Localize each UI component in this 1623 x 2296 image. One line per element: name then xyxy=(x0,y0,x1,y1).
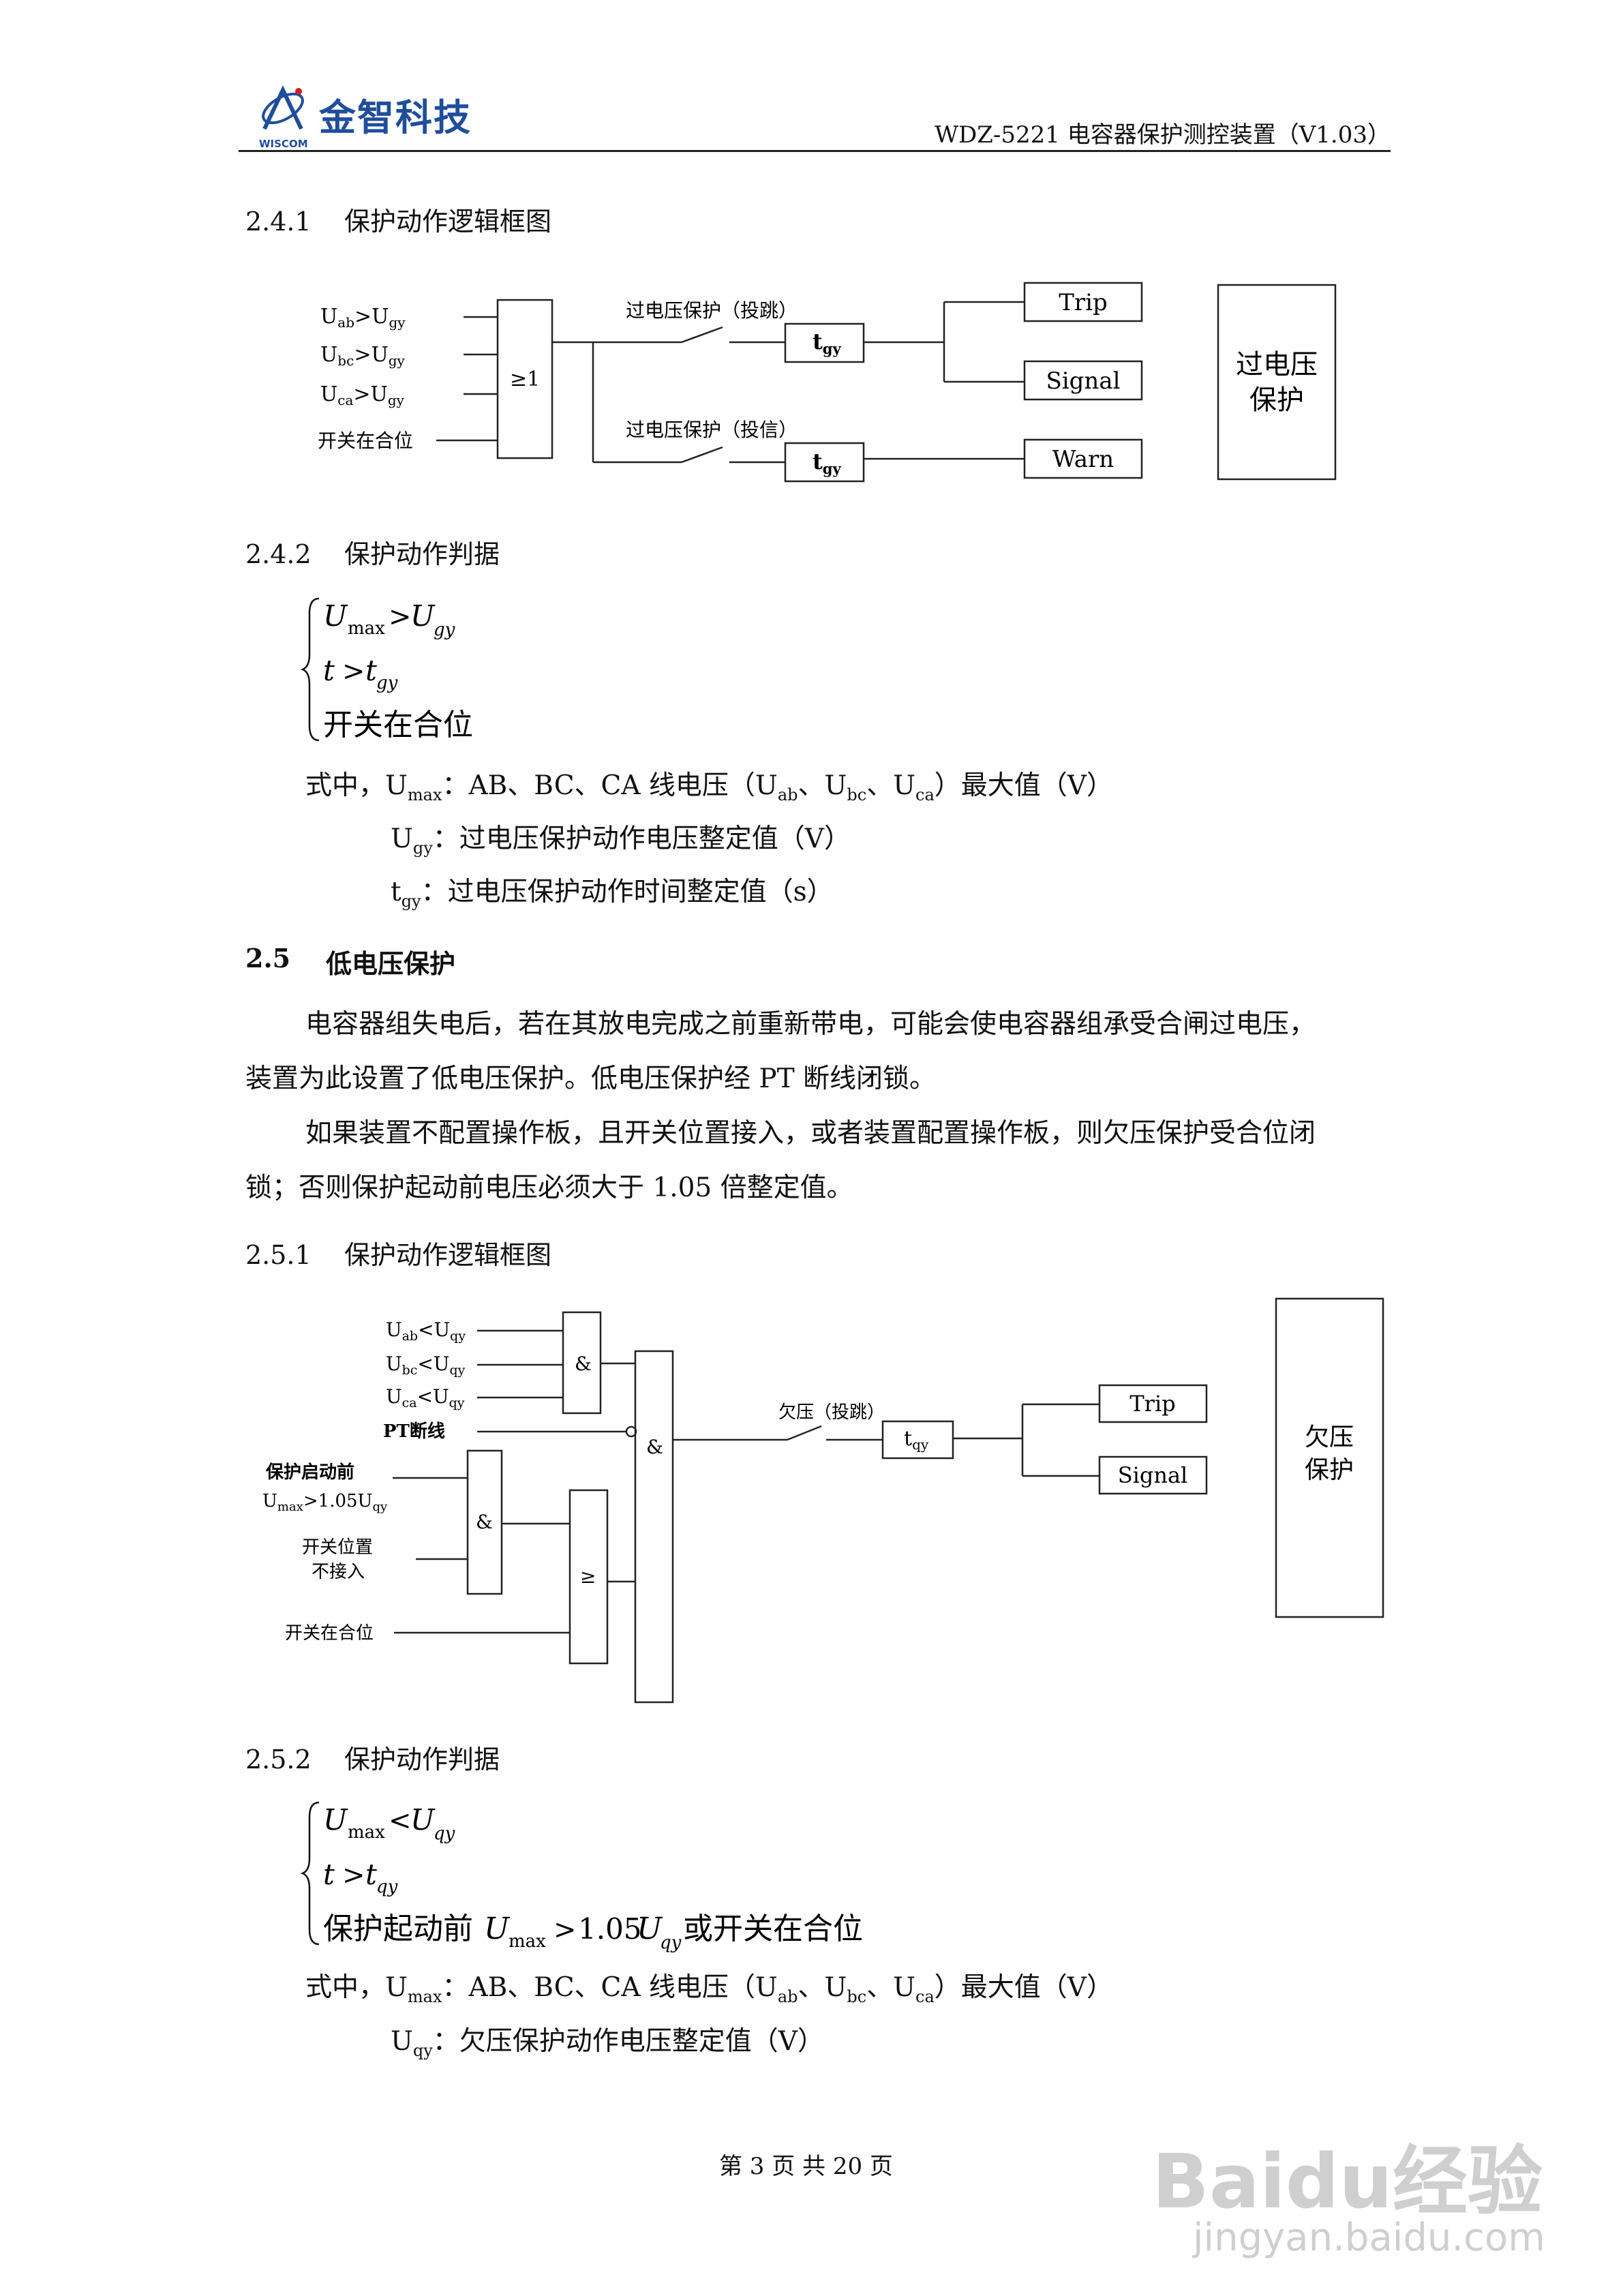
and-gate-main-label: & xyxy=(646,1436,663,1458)
output-trip-2: Trip xyxy=(1129,1391,1175,1417)
criterion-formula-1: U max > U gy t > t gy 开关在合位 xyxy=(300,597,473,742)
svg-text:t: t xyxy=(323,1858,335,1891)
svg-text:>: > xyxy=(342,656,365,687)
svg-text:qy: qy xyxy=(434,1824,455,1844)
input-label-ubc-uqy: Ubc<Uqy xyxy=(386,1353,466,1378)
svg-text:U: U xyxy=(323,599,348,633)
protection-block-label-1: 过电压 xyxy=(1236,349,1318,380)
page-number: 第 3 页 共 20 页 xyxy=(719,2153,893,2180)
svg-text:qy: qy xyxy=(660,1933,682,1953)
section-2-5-2-title: 2.5.2 保护动作判据 xyxy=(245,1744,500,1774)
branch-label-trip: 过电压保护（投跳） xyxy=(626,299,798,322)
logo-text: 金智科技 xyxy=(319,96,472,139)
or-gate-2-label: ≥ xyxy=(580,1565,596,1588)
branch-label-signal: 过电压保护（投信） xyxy=(626,419,798,441)
baidu-watermark: Baidu经验 xyxy=(1152,2138,1543,2225)
baidu-watermark-url: jingyan.baidu.com xyxy=(1193,2216,1545,2260)
undervoltage-block-label-2: 保护 xyxy=(1305,1456,1354,1484)
svg-text:U: U xyxy=(484,1912,511,1946)
timer-tqy: tqy xyxy=(904,1427,929,1453)
svg-text:U: U xyxy=(410,599,436,633)
input-label-switch-pos: 开关位置 xyxy=(302,1537,373,1558)
section-2-5-number: 2.5 xyxy=(245,943,291,973)
input-label-switch-closed: 开关在合位 xyxy=(318,429,413,452)
svg-text:t: t xyxy=(365,654,377,687)
undervoltage-block-label-1: 欠压 xyxy=(1305,1423,1354,1451)
input-label-uab: Uab>Ugy xyxy=(320,305,406,331)
svg-text:U: U xyxy=(323,1803,348,1837)
or-gate-label: ≥1 xyxy=(510,367,540,391)
definition-tgy: tgy：过电压保护动作时间整定值（s） xyxy=(391,877,834,911)
section-2-5-1-title: 2.5.1 保护动作逻辑框图 xyxy=(245,1240,552,1270)
paragraph-1-line-2: 装置为此设置了低电压保护。低电压保护经 PT 断线闭锁。 xyxy=(245,1063,937,1094)
definition-ugy: Ugy：过电压保护动作电压整定值（V） xyxy=(391,824,851,858)
section-2-5-title: 低电压保护 xyxy=(326,948,456,979)
input-label-not-connected: 不接入 xyxy=(312,1562,365,1582)
definition-umax-2: 式中，Umax：AB、BC、CA 线电压（Uab、Ubc、Uca）最大值（V） xyxy=(305,1972,1113,2006)
section-2-4-2-title: 2.4.2 保护动作判据 xyxy=(245,539,500,569)
criterion-pre-start: 保护起动前 xyxy=(323,1912,473,1946)
and-gate-1-label: & xyxy=(575,1353,592,1375)
output-signal-2: Signal xyxy=(1118,1462,1188,1488)
criterion-switch-closed: 开关在合位 xyxy=(323,708,473,742)
svg-text:gy: gy xyxy=(376,673,398,693)
svg-text:>: > xyxy=(342,1860,365,1891)
svg-text:U: U xyxy=(410,1803,436,1837)
svg-text:1.05: 1.05 xyxy=(578,1912,642,1946)
svg-text:>: > xyxy=(553,1914,577,1946)
undervoltage-logic-diagram: Uab<Uqy Ubc<Uqy Uca<Uqy PT断线 保护启动前 Umax>… xyxy=(262,1297,1384,1704)
timer-1: tgy xyxy=(813,329,841,357)
overvoltage-logic-diagram: Uab>Ugy Ubc>Ugy Uca>Ugy 开关在合位 ≥1 过电压保护（投… xyxy=(318,282,1337,483)
definition-umax: 式中，Umax：AB、BC、CA 线电压（Uab、Ubc、Uca）最大值（V） xyxy=(305,770,1113,804)
svg-text:qy: qy xyxy=(376,1877,398,1897)
svg-text:gy: gy xyxy=(434,620,455,640)
criterion-formula-2: U max < U qy t > t qy 保护起动前 U max > 1.05… xyxy=(300,1801,863,1953)
protection-block-label-2: 保护 xyxy=(1249,384,1304,416)
svg-text:max: max xyxy=(509,1931,546,1952)
input-label-uca-uqy: Uca<Uqy xyxy=(386,1385,465,1410)
input-label-switch-closed-2: 开关在合位 xyxy=(285,1623,374,1644)
svg-text:max: max xyxy=(348,618,385,639)
branch-label-undervoltage-trip: 欠压（投跳） xyxy=(778,1402,885,1423)
input-label-ubc: Ubc>Ugy xyxy=(320,343,406,369)
criterion-or-switch-closed: 或开关在合位 xyxy=(683,1912,863,1946)
svg-text:>: > xyxy=(389,601,412,633)
definition-uqy: Uqy：欠压保护动作电压整定值（V） xyxy=(391,2026,824,2060)
input-label-uca: Uca>Ugy xyxy=(320,382,405,408)
input-label-umax-105: Umax>1.05Uqy xyxy=(262,1491,388,1514)
svg-text:t: t xyxy=(365,1858,377,1891)
output-signal: Signal xyxy=(1046,367,1121,395)
and-gate-2-label: & xyxy=(476,1511,493,1533)
svg-text:<: < xyxy=(389,1805,412,1837)
paragraph-1-line-1: 电容器组失电后，若在其放电完成之前重新带电，可能会使电容器组承受合闸过电压， xyxy=(305,1009,1316,1040)
svg-text:t: t xyxy=(323,654,335,687)
input-label-pre-start: 保护启动前 xyxy=(265,1462,354,1483)
timer-2: tgy xyxy=(813,449,841,477)
wiscom-logo-icon xyxy=(262,85,304,130)
document-title: WDZ-5221 电容器保护测控装置（V1.03） xyxy=(935,121,1391,149)
section-2-4-1-title: 2.4.1 保护动作逻辑框图 xyxy=(245,207,552,237)
header-rule xyxy=(239,150,1391,152)
logo-subtext: WISCOM xyxy=(259,138,308,150)
paragraph-2-line-1: 如果装置不配置操作板，且开关位置接入，或者装置配置操作板，则欠压保护受合位闭 xyxy=(305,1118,1316,1149)
output-warn: Warn xyxy=(1052,446,1114,473)
input-label-uab-uqy: Uab<Uqy xyxy=(386,1318,466,1344)
paragraph-2-line-2: 锁；否则保护起动前电压必须大于 1.05 倍整定值。 xyxy=(245,1173,853,1203)
header: 金智科技 WISCOM WDZ-5221 电容器保护测控装置（V1.03） xyxy=(239,68,1391,157)
input-label-pt-break: PT断线 xyxy=(383,1421,445,1442)
svg-text:U: U xyxy=(637,1912,663,1946)
svg-text:max: max xyxy=(348,1822,385,1843)
output-trip: Trip xyxy=(1059,289,1108,316)
